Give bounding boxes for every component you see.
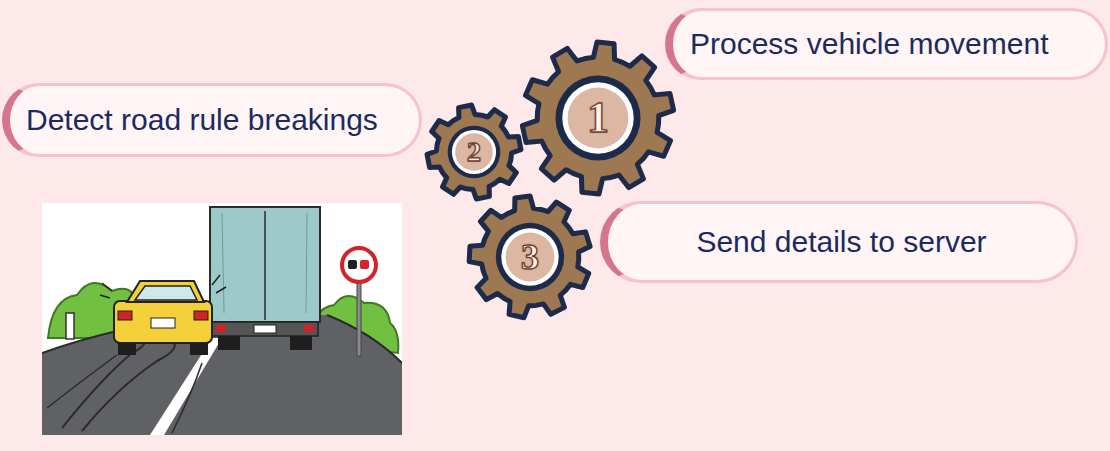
- step-pill: Send details to server: [600, 201, 1078, 283]
- step-number: 1: [587, 96, 609, 140]
- step-number: 2: [467, 138, 481, 166]
- step-gear: 3: [464, 191, 596, 323]
- step-label: Detect road rule breakings: [26, 103, 378, 138]
- step-gear: 2: [422, 100, 526, 204]
- step-pill: Process vehicle movement: [665, 8, 1108, 80]
- step-number: 3: [521, 239, 539, 275]
- road-illustration: [42, 203, 402, 435]
- step-pill: Detect road rule breakings: [2, 83, 422, 157]
- step-label: Send details to server: [696, 225, 986, 260]
- step-gear: 1: [517, 37, 679, 199]
- step-label: Process vehicle movement: [690, 27, 1048, 62]
